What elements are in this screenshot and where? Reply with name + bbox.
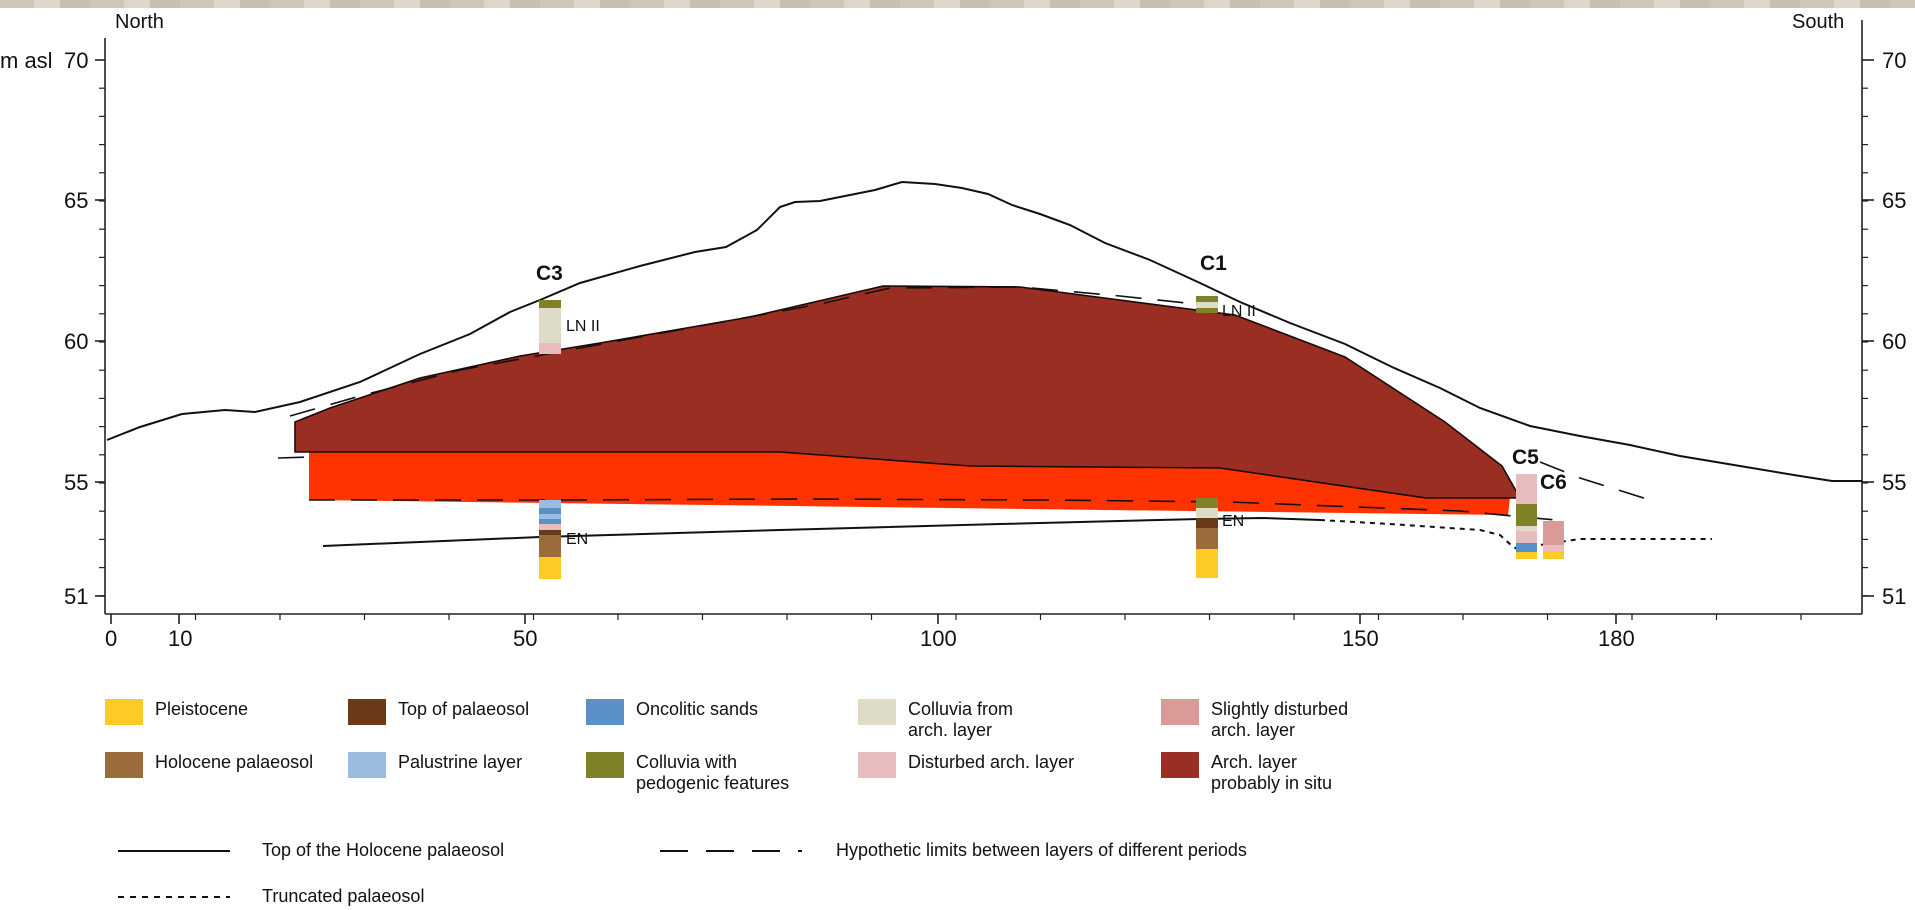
layer-label-c1-lower: EN — [1222, 513, 1244, 530]
y-tick-label-right: 55 — [1882, 470, 1906, 495]
legend-swatch — [858, 699, 896, 725]
layer-label-c3-upper: LN II — [566, 318, 600, 335]
legend-label: Palustrine layer — [398, 752, 523, 772]
x-tick-label: 180 — [1598, 626, 1635, 651]
legend-line-dotted: Truncated palaeosol — [118, 886, 424, 907]
y-tick-label-right: 51 — [1882, 584, 1906, 609]
legend-label: Colluvia with pedogenic features — [636, 752, 790, 793]
legend-line-solid-sample — [118, 849, 230, 852]
y-axis-left-ticks: 70 65 60 55 51 — [64, 48, 105, 609]
legend-swatch — [1161, 699, 1199, 725]
legend-label: Top of palaeosol — [398, 699, 530, 719]
direction-south: South — [1792, 11, 1844, 33]
legend-item-slightly-disturbed-arch: Slightly disturbed arch. layer — [1161, 699, 1348, 741]
legend-line-solid: Top of the Holocene palaeosol — [118, 840, 504, 861]
y-tick-label-right: 65 — [1882, 188, 1906, 213]
legend-swatch — [348, 752, 386, 778]
topography-line — [106, 180, 1862, 482]
legend-swatch — [105, 699, 143, 725]
direction-north: North — [115, 11, 164, 33]
hypothetic-limit-lines — [277, 286, 1651, 522]
y-tick-label-right: 60 — [1882, 329, 1906, 354]
legend-line-label: Hypothetic limits between layers of diff… — [836, 840, 1247, 860]
legend-item-top-of-palaeosol: Top of palaeosol — [348, 699, 529, 725]
legend-item-arch-in-situ: Arch. layer probably in situ — [1161, 752, 1332, 794]
core-label-c1: C1 — [1200, 252, 1227, 275]
core-c3-column — [539, 300, 561, 579]
legend-label: Arch. layer probably in situ — [1211, 752, 1333, 793]
legend-swatch — [586, 752, 624, 778]
legend-line-dotted-sample — [118, 895, 230, 898]
hypothetic-limit-upper — [289, 286, 1216, 417]
cross-section-diagram: North South m asl 70 65 60 55 51 — [0, 11, 1906, 651]
legend-line-dashed: Hypothetic limits between layers of diff… — [660, 840, 1247, 861]
legend-item-palustrine-layer: Palustrine layer — [348, 752, 522, 778]
truncated-palaeosol-line — [1319, 519, 1712, 555]
hypothetic-limit-south — [1539, 461, 1651, 501]
y-tick-label: 65 — [64, 188, 88, 213]
arch-layer-in-situ-body — [294, 285, 1522, 499]
legend-swatch — [348, 699, 386, 725]
legend-label: Slightly disturbed arch. layer — [1211, 699, 1349, 740]
top-border-band — [0, 0, 1915, 8]
legend-swatch — [858, 752, 896, 778]
x-tick-label: 0 — [105, 626, 117, 651]
axes-frame — [104, 20, 1863, 615]
layer-label-c1-upper: LN II — [1222, 303, 1256, 320]
y-tick-label: 70 — [64, 48, 88, 73]
legend-line-dashed-sample — [660, 849, 802, 852]
legend-item-colluvia-pedogenic: Colluvia with pedogenic features — [586, 752, 789, 794]
hypothetic-limit-left-stub — [277, 456, 310, 459]
core-label-c3: C3 — [536, 262, 563, 285]
legend-swatch — [1161, 752, 1199, 778]
x-tick-label: 50 — [513, 626, 537, 651]
legend-swatch — [105, 752, 143, 778]
core-label-c6: C6 — [1540, 471, 1567, 494]
core-c6-column — [1543, 521, 1564, 559]
legend-item-oncolitic-sands: Oncolitic sands — [586, 699, 758, 725]
x-axis-minor-ticks — [194, 614, 1802, 620]
legend-swatch — [586, 699, 624, 725]
legend-item-disturbed-arch: Disturbed arch. layer — [858, 752, 1074, 778]
y-tick-label-right: 70 — [1882, 48, 1906, 73]
hypothetic-limit-lower — [309, 498, 1567, 522]
y-tick-label: 51 — [64, 584, 88, 609]
legend-line-label: Truncated palaeosol — [262, 886, 425, 906]
core-c5-column — [1516, 474, 1537, 559]
legend-label: Disturbed arch. layer — [908, 752, 1075, 772]
legend-label: Holocene palaeosol — [155, 752, 314, 772]
y-axis-right-minor-ticks — [1862, 87, 1868, 597]
layer-label-c3-lower: EN — [566, 531, 588, 548]
core-c1-column — [1196, 296, 1218, 578]
y-axis-right-ticks: 70 65 60 55 51 — [1862, 48, 1906, 609]
y-axis-left-minor-ticks — [99, 87, 105, 597]
y-tick-label: 55 — [64, 470, 88, 495]
x-tick-label: 10 — [168, 626, 192, 651]
legend-item-pleistocene: Pleistocene — [105, 699, 248, 725]
legend-label: Pleistocene — [155, 699, 249, 719]
legend: Pleistocene Holocene palaeosol Top of pa… — [0, 690, 1915, 910]
legend-line-label: Top of the Holocene palaeosol — [262, 840, 505, 860]
core-label-c5: C5 — [1512, 446, 1539, 469]
legend-label: Colluvia from arch. layer — [908, 699, 1014, 740]
lower-palaeosol-line — [322, 516, 1321, 547]
legend-label: Oncolitic sands — [636, 699, 759, 719]
legend-item-colluvia-arch: Colluvia from arch. layer — [858, 699, 1013, 741]
y-tick-label: 60 — [64, 329, 88, 354]
legend-item-holocene-palaeosol: Holocene palaeosol — [105, 752, 313, 778]
x-axis-major-ticks: 0 10 50 100 150 180 — [105, 614, 1635, 651]
x-tick-label: 150 — [1342, 626, 1379, 651]
x-tick-label: 100 — [920, 626, 957, 651]
y-axis-unit: m asl — [0, 48, 53, 73]
